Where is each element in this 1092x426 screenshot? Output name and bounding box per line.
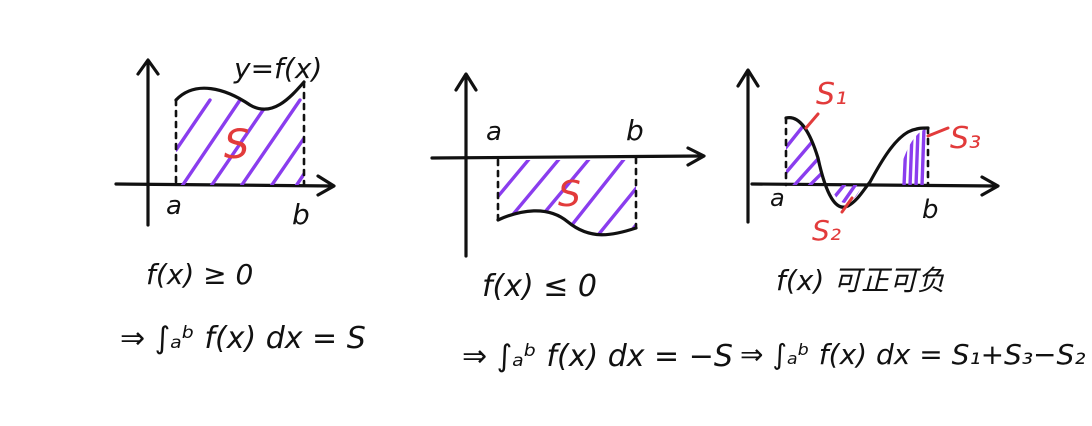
curve-label: y=f(x) (233, 52, 322, 85)
x-axis (750, 182, 998, 188)
condition: f(x) 可正可负 (776, 264, 945, 297)
b-label: b (922, 195, 939, 225)
s1-leader (804, 112, 820, 130)
s3-leader (926, 126, 950, 138)
y-axis-arrow (736, 68, 760, 88)
area-label: S (224, 122, 249, 168)
curve (496, 209, 638, 237)
x-axis-arrow (316, 174, 336, 197)
condition: f(x) ≤ 0 (482, 269, 597, 304)
condition: f(x) ≥ 0 (146, 258, 253, 291)
formula: ⇒ ∫ₐᵇ f(x) dx = S₁+S₃−S₂ (740, 338, 1086, 371)
curve (174, 80, 306, 111)
formula: ⇒ ∫ₐᵇ f(x) dx = −S (462, 339, 733, 374)
s1-label: S₁ (816, 77, 847, 112)
b-label: b (626, 114, 644, 147)
s2-label: S₂ (812, 214, 841, 247)
x-axis (430, 154, 704, 160)
s3-label: S₃ (950, 121, 981, 156)
b-label: b (292, 198, 310, 231)
y-axis-arrow (454, 72, 478, 92)
x-axis-arrow (686, 146, 706, 167)
x-axis-arrow (980, 175, 1000, 197)
curve (784, 116, 930, 209)
s2-leader (840, 196, 854, 214)
a-label: a (166, 191, 182, 221)
formula: ⇒ ∫ₐᵇ f(x) dx = S (120, 321, 366, 356)
panel-mixed: S₁ S₂ S₃ a b f(x) 可正可负 ⇒ ∫ₐᵇ f(x) dx = S… (736, 68, 1086, 371)
panel-negative: S a b f(x) ≤ 0 ⇒ ∫ₐᵇ f(x) dx = −S (430, 72, 733, 374)
area-label: S (558, 174, 581, 215)
y-axis-arrow (136, 58, 160, 76)
panel-positive: S y=f(x) a b f(x) ≥ 0 ⇒ ∫ₐᵇ f(x) dx = S (114, 52, 366, 356)
area-s3-hatch (902, 128, 926, 185)
x-axis (114, 182, 334, 188)
a-label: a (486, 117, 502, 147)
a-label: a (770, 184, 785, 212)
area-hatch (176, 98, 304, 185)
